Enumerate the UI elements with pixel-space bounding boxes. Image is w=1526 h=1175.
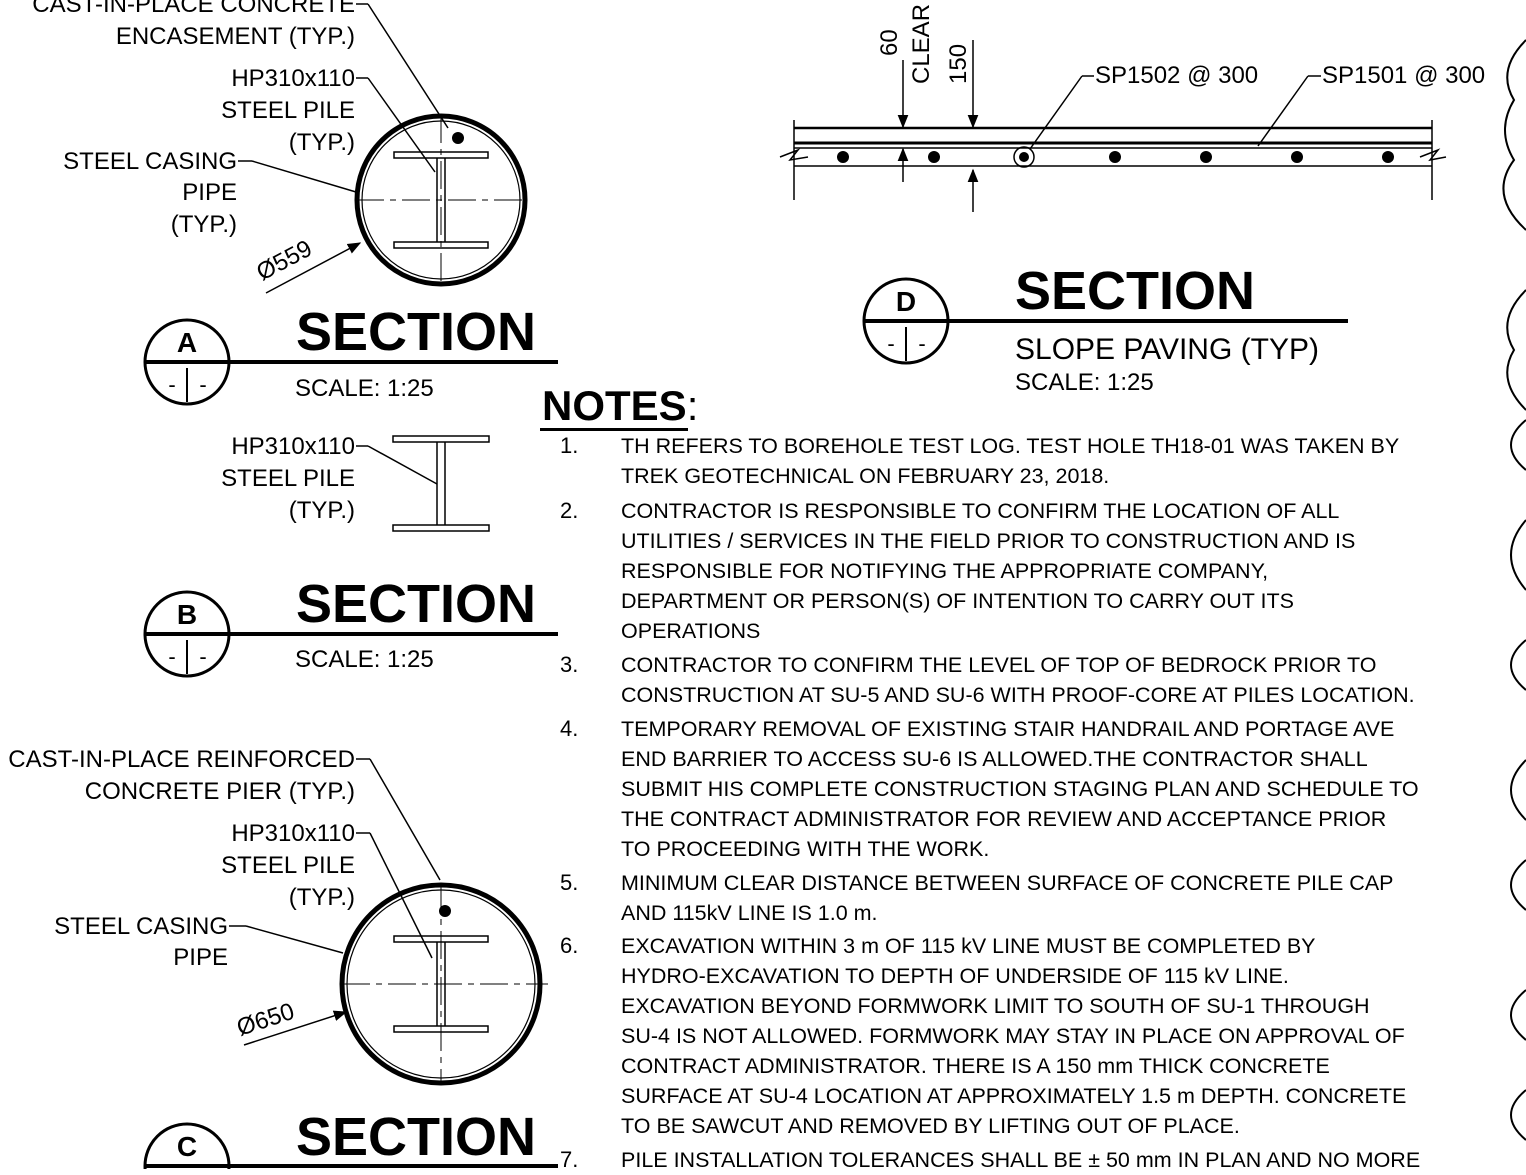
note-text: CONTRACTOR TO CONFIRM THE LEVEL OF TOP O… bbox=[621, 653, 1415, 707]
casing-label-1: STEEL CASING bbox=[63, 148, 237, 175]
svg-text:-: - bbox=[199, 644, 206, 669]
note-number: 6. bbox=[560, 933, 579, 958]
section-a: CAST-IN-PLACE CONCRETE ENCASEMENT (TYP.)… bbox=[32, 0, 558, 406]
section-b: HP310x110 STEEL PILE (TYP.) B - - SECTIO… bbox=[143, 433, 558, 678]
section-marker-d: D - - bbox=[862, 277, 1348, 365]
marker-letter: A bbox=[177, 327, 197, 358]
pile-label-1: HP310x110 bbox=[231, 820, 355, 847]
rebar-dots bbox=[837, 151, 1394, 163]
pile-label-2: STEEL PILE bbox=[221, 465, 355, 492]
note-text: EXCAVATION WITHIN 3 m OF 115 kV LINE MUS… bbox=[621, 934, 1407, 1138]
section-title: SECTION bbox=[296, 1107, 536, 1167]
rebar-dot bbox=[439, 905, 451, 917]
note-text: CONTRACTOR IS RESPONSIBLE TO CONFIRM THE… bbox=[621, 499, 1356, 643]
dimension-arrows bbox=[897, 40, 979, 212]
marker-letter: B bbox=[177, 599, 197, 630]
marker-letter: D bbox=[896, 286, 916, 317]
scale-label: SCALE: 1:25 bbox=[295, 646, 434, 673]
svg-text:-: - bbox=[887, 331, 894, 356]
diameter-label: Ø559 bbox=[252, 235, 317, 286]
section-subtitle: SLOPE PAVING (TYP) bbox=[1015, 333, 1319, 366]
pile-label-3: (TYP.) bbox=[289, 884, 355, 911]
h-pile-shape bbox=[392, 435, 490, 532]
note-number: 4. bbox=[560, 716, 579, 741]
section-c: CAST-IN-PLACE REINFORCED CONCRETE PIER (… bbox=[8, 746, 558, 1169]
section-marker-c: C bbox=[143, 1122, 558, 1169]
section-title: SECTION bbox=[296, 574, 536, 634]
casing-label-2: PIPE bbox=[173, 944, 228, 971]
pile-label-3: (TYP.) bbox=[289, 129, 355, 156]
pile-label-2: STEEL PILE bbox=[221, 852, 355, 879]
casing-label-1: STEEL CASING bbox=[54, 913, 228, 940]
bar-label-1: SP1502 @ 300 bbox=[1095, 62, 1258, 89]
section-marker-b: B - - bbox=[143, 590, 558, 678]
svg-text:-: - bbox=[168, 644, 175, 669]
encasement-label-1: CAST-IN-PLACE CONCRETE bbox=[32, 0, 355, 18]
section-marker-a: A - - bbox=[143, 318, 558, 406]
marker-letter: C bbox=[177, 1131, 197, 1162]
revision-cloud bbox=[1502, 39, 1526, 1141]
pile-label-1: HP310x110 bbox=[231, 65, 355, 92]
pier-label-2: CONCRETE PIER (TYP.) bbox=[85, 778, 355, 805]
svg-text:-: - bbox=[199, 372, 206, 397]
note-number: 2. bbox=[560, 498, 579, 523]
diameter-label: Ø650 bbox=[234, 998, 298, 1042]
notes-heading: NOTES: bbox=[542, 381, 698, 431]
scale-label: SCALE: 1:25 bbox=[1015, 369, 1154, 396]
note-number: 1. bbox=[560, 433, 579, 458]
note-text: TH REFERS TO BOREHOLE TEST LOG. TEST HOL… bbox=[621, 434, 1400, 488]
dim-150: 150 bbox=[945, 44, 972, 84]
centerlines bbox=[342, 885, 548, 1083]
centerlines bbox=[356, 115, 526, 285]
note-text: TEMPORARY REMOVAL OF EXISTING STAIR HAND… bbox=[621, 717, 1419, 861]
note-text: PILE INSTALLATION TOLERANCES SHALL BE ± … bbox=[621, 1148, 1421, 1172]
dim-60: 60 bbox=[876, 29, 903, 56]
note-number: 7. bbox=[560, 1147, 579, 1172]
notes-underline bbox=[540, 428, 688, 431]
svg-text:-: - bbox=[918, 331, 925, 356]
note-number: 5. bbox=[560, 870, 579, 895]
notes-title: NOTES bbox=[542, 382, 687, 429]
section-title: SECTION bbox=[296, 302, 536, 362]
pile-label-2: STEEL PILE bbox=[221, 97, 355, 124]
pile-label-1: HP310x110 bbox=[231, 433, 355, 460]
scale-label: SCALE: 1:25 bbox=[295, 375, 434, 402]
bar-label-2: SP1501 @ 300 bbox=[1322, 62, 1485, 89]
note-number: 3. bbox=[560, 652, 579, 677]
rebar-dot bbox=[452, 132, 464, 144]
note-text: MINIMUM CLEAR DISTANCE BETWEEN SURFACE O… bbox=[621, 871, 1394, 925]
section-d: 60 CLEAR 150 bbox=[779, 4, 1485, 396]
svg-text:-: - bbox=[168, 372, 175, 397]
casing-label-2: PIPE bbox=[182, 179, 237, 206]
notes-title-colon: : bbox=[686, 382, 699, 429]
casing-label-3: (TYP.) bbox=[171, 211, 237, 238]
section-title: SECTION bbox=[1015, 261, 1255, 321]
dim-clear: CLEAR bbox=[908, 4, 935, 84]
pile-label-3: (TYP.) bbox=[289, 497, 355, 524]
pier-label-1: CAST-IN-PLACE REINFORCED bbox=[8, 746, 355, 773]
encasement-label-2: ENCASEMENT (TYP.) bbox=[116, 23, 355, 50]
rebar-highlighted bbox=[1013, 146, 1035, 168]
